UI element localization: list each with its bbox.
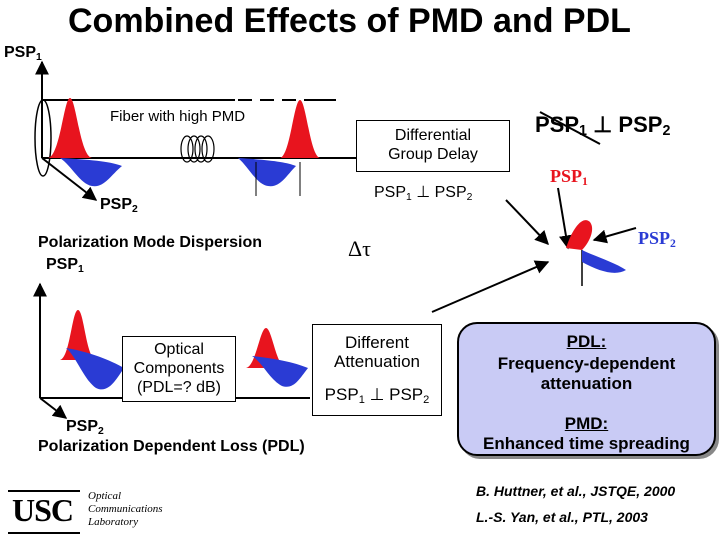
sketch-blue-lobe xyxy=(582,250,626,273)
top-psp1-label: PSP1 xyxy=(4,44,42,63)
logo-line2: Communications xyxy=(88,503,163,515)
psp2-direction-arrow xyxy=(592,227,637,244)
input-red-pulse xyxy=(48,98,92,158)
slide-title: Combined Effects of PMD and PDL xyxy=(68,2,631,40)
top-psp2-label: PSP2 xyxy=(100,196,138,215)
optical-components-box: Optical Components (PDL=? dB) xyxy=(122,336,236,402)
right-psp-header: PSP1 ⊥ PSP2 xyxy=(535,112,671,139)
logo-line3: Laboratory xyxy=(88,516,139,528)
dgd-box: Differential Group Delay xyxy=(356,120,510,172)
dgd-line1: Differential xyxy=(394,127,472,144)
top-to-result-arrow xyxy=(505,199,549,246)
pdl-caption: Polarization Dependent Loss (PDL) xyxy=(38,438,305,455)
logo-frame xyxy=(8,490,80,534)
psp-orthogonality-sketch xyxy=(539,111,637,286)
dgd-line2: Group Delay xyxy=(388,146,478,163)
reference-1: B. Huttner, et al., JSTQE, 2000 xyxy=(476,483,676,499)
bottom-output-blue-pulse xyxy=(252,356,308,387)
input-blue-pulse xyxy=(60,158,122,187)
pmd-diagram xyxy=(34,60,356,201)
right-psp2-label: PSP2 xyxy=(638,228,676,250)
fiber-label: Fiber with high PMD xyxy=(110,108,246,125)
bottom-input-blue-pulse xyxy=(66,348,124,390)
fiber-coil-icon xyxy=(180,135,215,163)
pdl-description: Frequency-dependent attenuation xyxy=(497,354,676,393)
sketch-red-lobe xyxy=(566,220,593,250)
bottom-psp2-label: PSP2 xyxy=(66,418,104,437)
logo-line1: Optical xyxy=(88,490,121,502)
psp-strike-line xyxy=(539,111,601,145)
optical-line2: Components xyxy=(133,360,225,377)
delta-tau-label: Δτ xyxy=(348,236,371,261)
diff-attenuation-box: Different Attenuation PSP1 ⊥ PSP2 xyxy=(312,324,442,416)
right-psp1-label: PSP1 xyxy=(550,166,588,188)
bottom-psp2-axis xyxy=(39,397,68,419)
bottom-to-result-arrow xyxy=(431,260,550,313)
optical-line1: Optical xyxy=(154,341,204,358)
logo-text: Optical Communications Laboratory xyxy=(88,490,163,529)
pmd-heading: PMD: xyxy=(564,414,609,433)
bottom-input-red-pulse xyxy=(60,310,96,360)
psp1-direction-arrow xyxy=(557,187,573,250)
pdl-diagram xyxy=(33,282,310,419)
pdl-heading: PDL: xyxy=(566,332,607,351)
optical-line3: (PDL=? dB) xyxy=(136,379,222,396)
bottom-psp1-label: PSP1 xyxy=(46,256,84,275)
pmd-description: Enhanced time spreading xyxy=(483,434,690,453)
logo-mark: USC xyxy=(12,492,74,528)
diff-line1: Different xyxy=(345,333,409,352)
output-red-pulse xyxy=(280,100,320,158)
pmd-caption: Polarization Mode Dispersion xyxy=(38,234,263,251)
top-psp2-axis xyxy=(41,157,98,201)
reference-2: L.-S. Yan, et al., PTL, 2003 xyxy=(476,509,648,525)
top-psp-orthogonal: PSP1 ⊥ PSP2 xyxy=(374,184,473,203)
bottom-psp-orthogonal: PSP1 ⊥ PSP2 xyxy=(324,385,430,406)
output-blue-pulse xyxy=(238,158,296,187)
pdl-pmd-summary-box: PDL: Frequency-dependent attenuation PMD… xyxy=(457,322,716,456)
diff-line2: Attenuation xyxy=(333,352,420,371)
